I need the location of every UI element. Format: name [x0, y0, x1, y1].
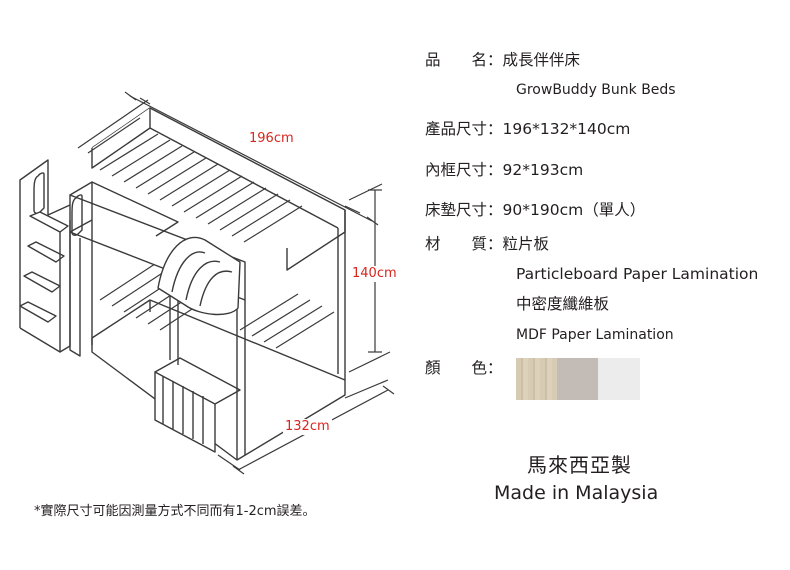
spec-product-name: 品 名：成長伴伴床 — [425, 50, 580, 70]
origin-label-zh: 馬來西亞製 — [527, 453, 632, 477]
spec-product-name-en: GrowBuddy Bunk Beds — [516, 82, 676, 98]
spec-product-size: 產品尺寸：196*132*140cm — [425, 119, 630, 139]
spec-mattress-value: 90*190cm（單人） — [502, 201, 646, 219]
spec-material-label: 材 質： — [425, 235, 503, 253]
spec-color: 顏 色： — [425, 358, 503, 378]
spec-product-name-value: 成長伴伴床 — [502, 51, 581, 69]
spec-material-value-zh: 粒片板 — [502, 235, 550, 253]
bunk-bed-illustration — [19, 91, 395, 475]
spec-material2-en: MDF Paper Lamination — [516, 327, 674, 343]
spec-product-name-label: 品 名： — [425, 51, 503, 69]
measurement-footnote: *實際尺寸可能因測量方式不同而有1-2cm誤差。 — [34, 504, 316, 519]
spec-color-label: 顏 色： — [425, 359, 503, 377]
color-swatch-taupe — [557, 358, 599, 400]
depth-dimension-label: 132cm — [283, 419, 332, 435]
spec-product-size-value: 196*132*140cm — [502, 120, 631, 138]
spec-product-size-label: 產品尺寸： — [425, 120, 503, 138]
spec-inner-frame-label: 內框尺寸： — [425, 161, 503, 179]
width-dimension-label: 196cm — [247, 131, 296, 147]
spec-material: 材 質：粒片板 — [425, 234, 549, 254]
spec-material-en: Particleboard Paper Lamination — [516, 265, 759, 283]
spec-material2-zh: 中密度纖維板 — [516, 295, 610, 313]
color-swatch-wood — [516, 358, 558, 400]
spec-inner-frame-value: 92*193cm — [502, 161, 584, 179]
spec-inner-frame: 內框尺寸：92*193cm — [425, 160, 583, 180]
spec-mattress-label: 床墊尺寸： — [425, 201, 503, 219]
height-dimension-label: 140cm — [350, 266, 399, 282]
origin-label-en: Made in Malaysia — [494, 482, 659, 504]
color-swatch-white — [598, 358, 640, 400]
spec-mattress: 床墊尺寸：90*190cm（單人） — [425, 200, 645, 220]
